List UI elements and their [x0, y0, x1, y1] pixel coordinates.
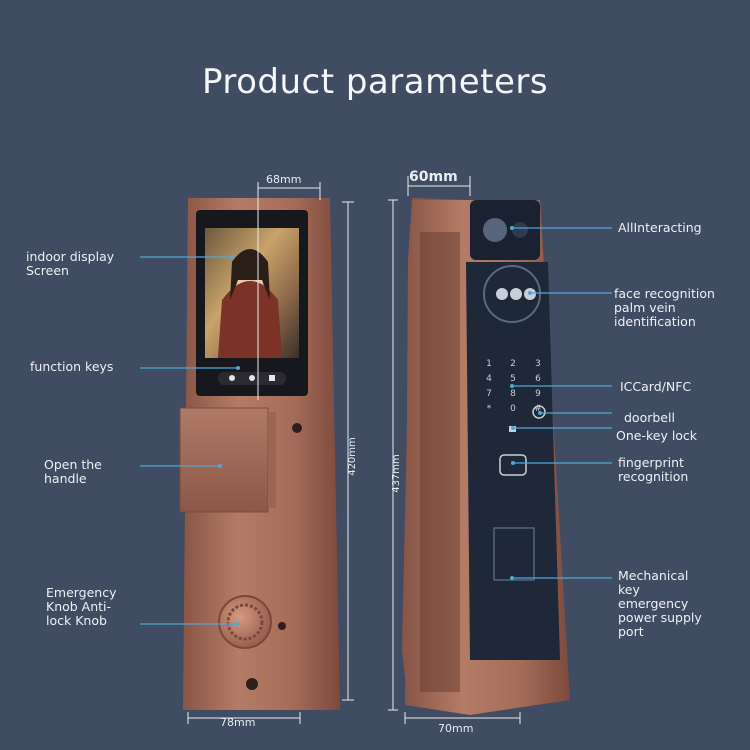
face-sensor-2	[510, 288, 522, 300]
bottom-keyhole	[246, 678, 258, 690]
label-doorbell: doorbell	[624, 410, 675, 425]
camera-lens-2	[512, 222, 528, 238]
keypad-key: 8	[510, 389, 516, 399]
user-key-icon	[229, 375, 235, 381]
label-one-key-lock: One-key lock	[616, 428, 698, 443]
keypad-key: 0	[510, 404, 516, 414]
page-title: Product parameters	[201, 62, 549, 102]
face-sensor-1	[496, 288, 508, 300]
front-lock	[179, 198, 340, 710]
lock-key-icon	[269, 375, 275, 381]
fingerprint-sensor	[499, 454, 527, 476]
knob-pin	[278, 622, 286, 630]
handle-side	[268, 412, 276, 508]
keypad-key: *	[487, 404, 492, 414]
screen-portrait-scarf	[218, 281, 282, 358]
keypad-key: 5	[510, 374, 516, 384]
dim-side-height: 437mm	[390, 454, 402, 493]
screen-portrait-hair	[230, 249, 270, 300]
label-iccard: ICCard/NFC	[620, 379, 692, 394]
dim-front-top: 68mm	[266, 173, 302, 186]
dim-side-bottom: 70mm	[438, 722, 474, 735]
doorbell-icon	[532, 405, 546, 419]
power-key-icon	[249, 375, 255, 381]
emergency-knob-grip	[226, 603, 264, 641]
keypad-key: 6	[535, 374, 541, 384]
dim-side-top: 60mm	[409, 169, 458, 185]
face-recognition-ring	[483, 265, 541, 323]
keypad-key: 1	[486, 359, 492, 369]
callout-dots	[218, 226, 542, 626]
handle-screw	[292, 423, 302, 433]
side-lock: 1 2 3 4 5 6 7 8 9 * 0 #	[402, 198, 570, 715]
dim-front-bottom: 78mm	[220, 716, 256, 729]
callout-lines	[140, 227, 612, 625]
dimension-lines	[187, 176, 521, 724]
camera-lens-1	[483, 218, 507, 242]
keypad-key: 9	[535, 389, 541, 399]
mechanical-key-cover	[493, 527, 535, 581]
keypad-key: 4	[486, 374, 492, 384]
dim-front-height: 420mm	[346, 437, 358, 476]
label-function-keys: function keys	[30, 359, 114, 374]
label-allinteracting: AllInteracting	[618, 220, 702, 235]
handle-block	[179, 407, 269, 513]
keypad-grid: 1 2 3 4 5 6 7 8 9 * 0 #	[486, 359, 542, 414]
side-handle-recess	[420, 232, 460, 692]
keypad-key: 3	[535, 359, 541, 369]
keypad-key: #	[534, 404, 542, 414]
keypad-key: 2	[510, 359, 516, 369]
keypad-key: 7	[486, 389, 492, 399]
